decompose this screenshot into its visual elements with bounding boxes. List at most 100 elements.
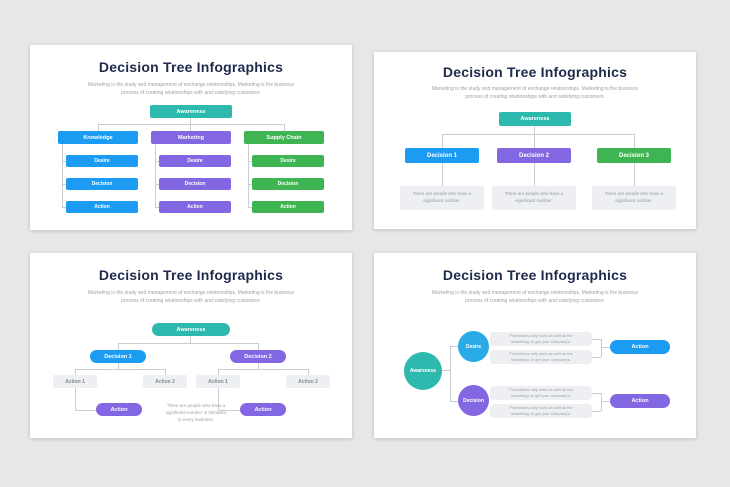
note-line: marketing, to get your company's. [511, 357, 571, 362]
connector-line [442, 163, 443, 186]
node-decision: Decision [458, 385, 489, 416]
slide-4[interactable]: Decision Tree Infographics Marketing is … [374, 253, 696, 438]
note-line: Promotions only work as well as the [509, 405, 573, 410]
connector-line [442, 134, 443, 148]
connector-line [62, 161, 66, 162]
slide-subtitle-line2: process of creating relationships with a… [121, 90, 261, 96]
node-awareness: Awareness [152, 323, 230, 336]
slide-title: Decision Tree Infographics [442, 64, 628, 80]
node-knowledge: Knowledge [58, 131, 138, 144]
node-decision-2: Decision 2 [230, 350, 286, 363]
node-desire: Desire [458, 331, 489, 362]
connector-line [601, 339, 602, 357]
note-line: significant number. [615, 198, 653, 203]
connector-line [218, 369, 219, 375]
slide-title: Decision Tree Infographics [98, 267, 284, 283]
connector-line [592, 357, 601, 358]
node-decision-1: Decision 1 [90, 350, 146, 363]
slide-1[interactable]: Decision Tree Infographics Marketing is … [30, 45, 352, 230]
slide-subtitle-line1: Marketing is the study and management of… [87, 290, 295, 296]
note-line: There are people who have a [166, 403, 226, 408]
node-decision-3: Decision 3 [597, 148, 671, 163]
connector-line [450, 401, 458, 402]
action-chip: Action 1 [196, 375, 240, 388]
node-decision-2: Decision 2 [497, 148, 571, 163]
connector-line [634, 163, 635, 186]
connector-line [634, 134, 635, 148]
note-line: marketing, to get your company's. [511, 339, 571, 344]
connector-line [248, 161, 252, 162]
note-line: Promotions only work as well as the [509, 333, 573, 338]
note-line: marketing, to get your company's. [511, 393, 571, 398]
connector-line [308, 369, 309, 375]
connector-line [190, 118, 191, 124]
slide-subtitle-line1: Marketing is the study and management of… [87, 82, 295, 88]
connector-line [75, 369, 165, 370]
node-action: Action [252, 201, 324, 213]
note-line: There are people who have a [504, 191, 564, 197]
connector-line [218, 369, 308, 370]
note-bar: Promotions only work as well as the mark… [490, 386, 592, 400]
slide-2[interactable]: Decision Tree Infographics Marketing is … [374, 52, 696, 229]
connector-line [218, 410, 240, 411]
action-chip: Action 1 [53, 375, 97, 388]
connector-line [258, 363, 259, 369]
node-desire: Desire [66, 155, 138, 167]
connector-line [155, 161, 159, 162]
connector-line [98, 124, 99, 131]
connector-line [62, 144, 63, 207]
note-line: in every business. [177, 417, 215, 423]
action-pill: Action [610, 340, 670, 354]
note-bar: Promotions only work as well as the mark… [490, 350, 592, 364]
action-chip: Action 2 [143, 375, 187, 388]
connector-line [62, 207, 66, 208]
node-decision: Decision [66, 178, 138, 190]
connector-line [75, 369, 76, 375]
connector-line [284, 124, 285, 131]
slide-3[interactable]: Decision Tree Infographics Marketing is … [30, 253, 352, 438]
connector-line [118, 343, 119, 350]
note-line: significant number. [515, 198, 553, 203]
connector-line [248, 207, 252, 208]
slide-subtitle-line1: Marketing is the study and management of… [431, 86, 639, 92]
node-action: Action [66, 201, 138, 213]
connector-line [534, 163, 535, 186]
note-bar: Promotions only work as well as the mark… [490, 404, 592, 418]
node-supply-chain: Supply Chain [244, 131, 324, 144]
node-desire: Desire [252, 155, 324, 167]
connector-line [442, 134, 634, 135]
slide-title: Decision Tree Infographics [442, 267, 628, 283]
connector-line [592, 339, 601, 340]
connector-line [118, 363, 119, 369]
slide-subtitle-line2: process of creating relationships with a… [465, 94, 605, 100]
note-line: There are people who have a [412, 191, 472, 197]
note-line: Promotions only work as well as the [509, 351, 573, 356]
connector-line [592, 411, 601, 412]
note-box: There are people who have a significant … [492, 186, 576, 210]
connector-line [534, 134, 535, 148]
slide-subtitle-line2: process of creating relationships with a… [465, 298, 605, 304]
connector-line [534, 126, 535, 134]
connector-line [258, 343, 259, 350]
slide-title: Decision Tree Infographics [98, 59, 284, 75]
node-action: Action [159, 201, 231, 213]
node-awareness: Awareness [404, 352, 442, 390]
connector-line [190, 336, 191, 343]
node-desire: Desire [159, 155, 231, 167]
action-chip: Action 2 [286, 375, 330, 388]
connector-line [155, 207, 159, 208]
slide-subtitle-line1: Marketing is the study and management of… [431, 290, 639, 296]
node-awareness: Awareness [499, 112, 571, 126]
connector-line [450, 346, 458, 347]
node-awareness: Awareness [150, 105, 232, 118]
node-decision-1: Decision 1 [405, 148, 479, 163]
node-marketing: Marketing [151, 131, 231, 144]
connector-line [601, 401, 610, 402]
connector-line [62, 184, 66, 185]
slide-subtitle-line2: process of creating relationships with a… [121, 298, 261, 304]
connector-line [118, 343, 258, 344]
connector-line [165, 369, 166, 375]
connector-line [248, 184, 252, 185]
connector-line [601, 393, 602, 411]
